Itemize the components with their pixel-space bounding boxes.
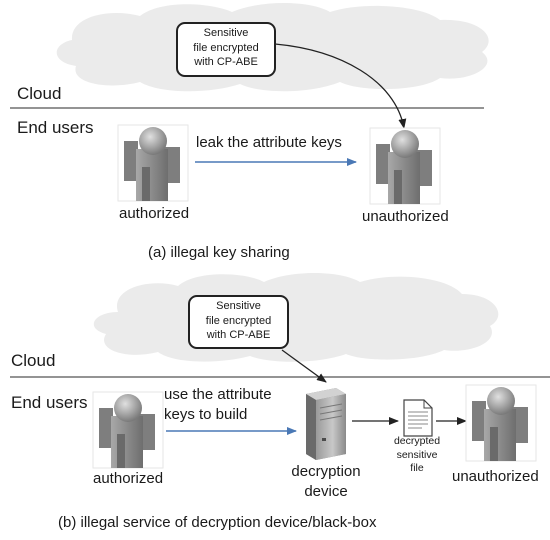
end-users-label-a: End users <box>17 118 94 137</box>
device-label-line: decryption <box>291 463 361 480</box>
note-line: Sensitive <box>203 27 249 39</box>
encrypted-file-note-a: Sensitive file encrypted with CP-ABE <box>176 22 276 77</box>
authorized-label-a: authorized <box>119 205 190 222</box>
unauthorized-label-b: unauthorized <box>452 468 539 485</box>
document-icon-decrypted-file <box>403 399 433 437</box>
file-label-line: file <box>410 462 424 475</box>
user-icon-unauthorized-a <box>369 127 441 205</box>
build-arrow-label-line: keys to build <box>164 405 248 423</box>
build-arrow-label-line: use the attribute <box>164 386 272 403</box>
cloud-label-a: Cloud <box>17 84 62 103</box>
note-line: file encrypted <box>193 41 259 54</box>
note-line: with CP-ABE <box>206 329 271 342</box>
cloud-label-b: Cloud <box>11 351 56 370</box>
curved-arrow-a <box>274 43 407 129</box>
decrypted-file-label: decrypted sensitive file <box>376 435 458 476</box>
note-line: with CP-ABE <box>194 56 258 69</box>
encrypted-file-note-b: Sensitive file encrypted with CP-ABE <box>188 295 289 349</box>
device-label-line: device <box>304 482 348 500</box>
leak-arrow-label: leak the attribute keys <box>196 134 342 151</box>
file-label-line: decrypted <box>393 435 441 447</box>
note-line: file encrypted <box>205 314 272 327</box>
note-line: Sensitive <box>216 300 261 312</box>
user-icon-authorized-b <box>92 391 164 469</box>
end-users-label-b: End users <box>11 393 88 412</box>
build-arrow-label: use the attribute keys to build <box>164 385 272 424</box>
authorized-label-b: authorized <box>93 470 164 487</box>
caption-a: (a) illegal key sharing <box>148 244 290 261</box>
caption-b: (b) illegal service of decryption device… <box>58 514 377 531</box>
user-icon-authorized-a <box>117 124 189 202</box>
cloud-b <box>93 273 499 362</box>
note-to-device-arrow-b <box>281 349 327 383</box>
unauthorized-label-a: unauthorized <box>362 208 449 225</box>
decryption-device-label: decryption device <box>288 462 364 501</box>
file-label-line: sensitive <box>396 448 438 461</box>
server-icon-decryption-device <box>306 388 346 460</box>
user-icon-unauthorized-b <box>465 384 537 462</box>
